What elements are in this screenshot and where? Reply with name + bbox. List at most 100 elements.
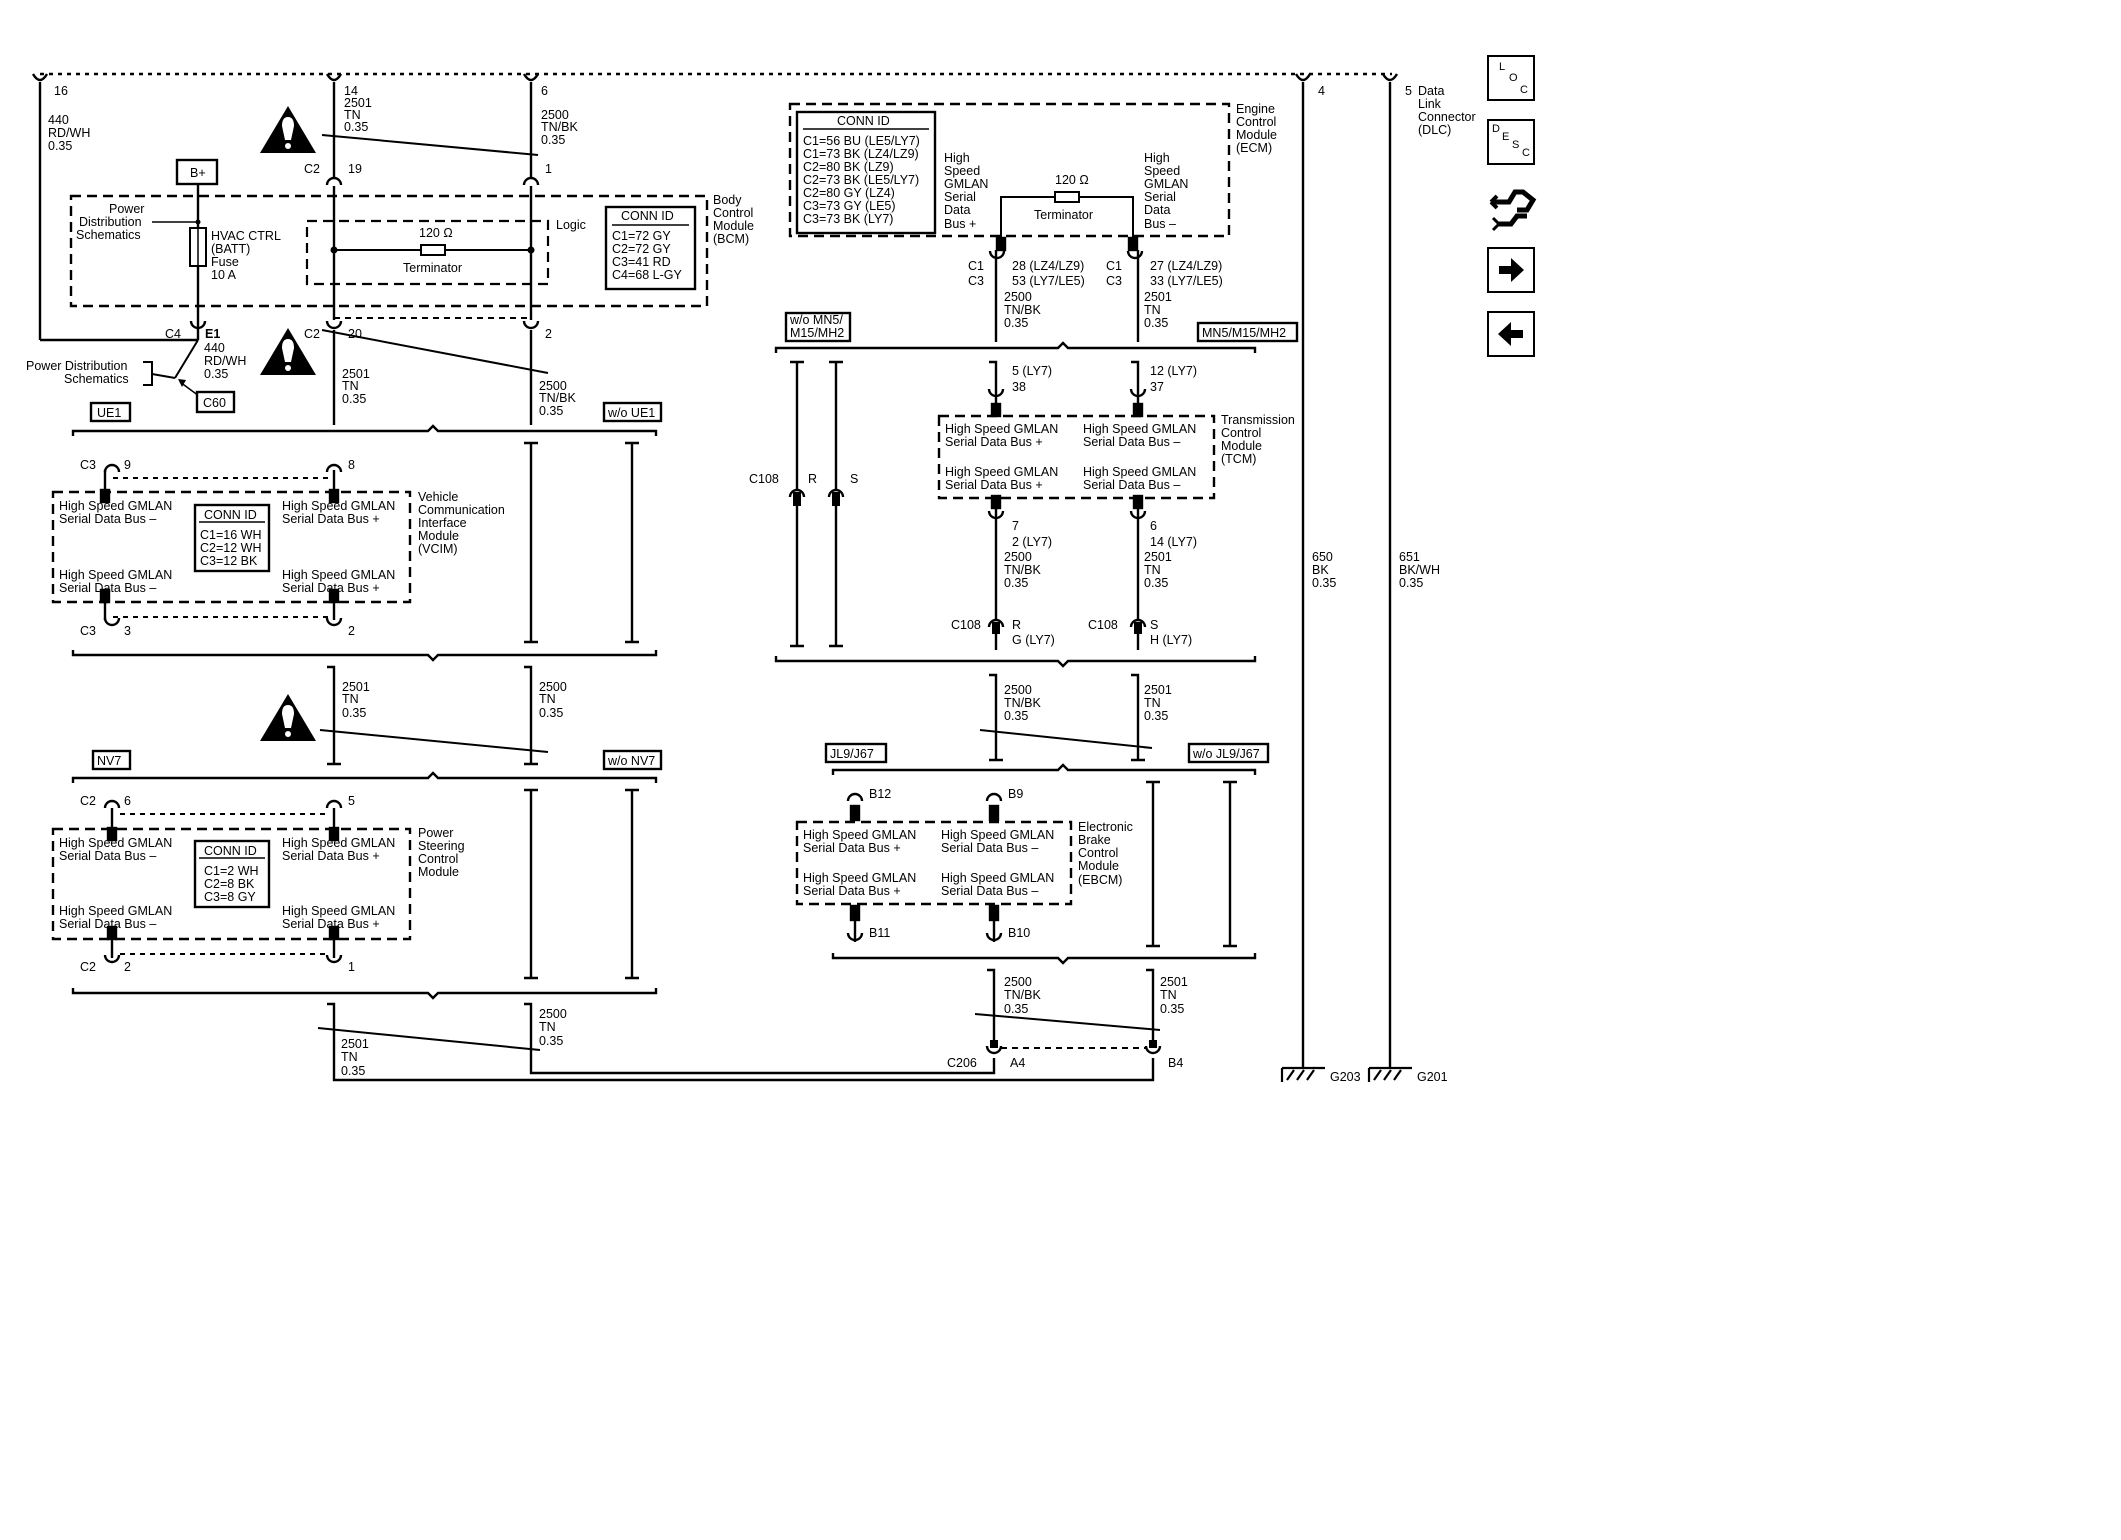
schematic-label: C60 <box>203 396 226 410</box>
schematic-label: G203 <box>1330 1070 1361 1084</box>
twisted-pair-top <box>321 134 549 374</box>
schematic-label: C2=73 BK (LE5/LY7) <box>803 173 919 187</box>
schematic-label: Serial Data Bus – <box>941 884 1038 898</box>
schematic-label: w/o UE1 <box>607 406 655 420</box>
schematic-label: C4=68 L-GY <box>612 268 682 282</box>
schematic-label: C3 <box>968 274 984 288</box>
schematic-label: C2 <box>80 960 96 974</box>
schematic-label: TN/BK <box>541 120 578 134</box>
schematic-label: 0.35 <box>539 706 563 720</box>
schematic-label: C1=72 GY <box>612 229 671 243</box>
schematic-label: 0.35 <box>1004 1002 1028 1016</box>
schematic-label: 27 (LZ4/LZ9) <box>1150 259 1222 273</box>
schematic-label: BK/WH <box>1399 563 1440 577</box>
schematic-label: 2500 <box>539 680 567 694</box>
schematic-label: Serial Data Bus – <box>59 581 156 595</box>
schematic-label: M15/MH2 <box>790 326 844 340</box>
bcm-terminator <box>330 244 535 256</box>
schematic-label: 16 <box>54 84 68 98</box>
desc-letter: E <box>1502 131 1510 143</box>
schematic-label: Serial Data Bus – <box>1083 435 1180 449</box>
schematic-label: High Speed GMLAN <box>945 465 1058 479</box>
schematic-label: 0.35 <box>1144 576 1168 590</box>
wo-mn5-option-box <box>784 311 852 343</box>
schematic-label: Serial Data Bus – <box>59 917 156 931</box>
schematic-label: 0.35 <box>344 120 368 134</box>
schematic-label: 2 <box>348 624 355 638</box>
schematic-label: 14 (LY7) <box>1150 535 1197 549</box>
schematic-label: 0.35 <box>1312 576 1336 590</box>
schematic-label: C3=8 GY <box>204 890 256 904</box>
desc-letter: C <box>1522 147 1530 159</box>
loc-button[interactable]: L O C <box>1487 55 1535 101</box>
schematic-label: 28 (LZ4/LZ9) <box>1012 259 1084 273</box>
connector-symbol <box>103 463 121 474</box>
schematic-label: C1 <box>968 259 984 273</box>
schematic-label: CONN ID <box>837 114 890 128</box>
connector-symbol <box>522 176 540 187</box>
schematic-label: TN/BK <box>1004 563 1041 577</box>
connector-symbol <box>522 319 540 330</box>
previous-button[interactable] <box>1487 311 1535 357</box>
bcm-module-box <box>69 194 709 308</box>
schematic-label: High Speed GMLAN <box>1083 465 1196 479</box>
schematic-label: 0.35 <box>204 367 228 381</box>
schematic-label: Module <box>1078 859 1119 873</box>
arrow-left-icon <box>1498 322 1523 346</box>
c2-label: C2 <box>304 162 320 176</box>
wo-ue1-option-box <box>602 401 663 423</box>
schematic-label: 2501 <box>1160 975 1188 989</box>
schematic-label: 0.35 <box>539 1034 563 1048</box>
schematic-label: C2=72 GY <box>612 242 671 256</box>
wiring-harness-icon[interactable] <box>1487 180 1537 232</box>
ecm-module-box <box>788 102 1231 238</box>
schematic-label: Electronic <box>1078 820 1133 834</box>
schematic-label: High Speed GMLAN <box>59 499 172 513</box>
schematic-label: Serial Data Bus + <box>945 435 1043 449</box>
schematic-label: High Speed GMLAN <box>282 499 395 513</box>
bcm-conn-id-box <box>604 205 697 291</box>
wires-bottom-left <box>317 1002 1155 1082</box>
schematic-label: 6 <box>541 84 548 98</box>
schematic-label: High Speed GMLAN <box>803 871 916 885</box>
schematic-label: Module <box>713 219 754 233</box>
schematic-label: High Speed GMLAN <box>59 836 172 850</box>
schematic-label: S <box>850 472 858 486</box>
schematic-label: 0.35 <box>1160 1002 1184 1016</box>
schematic-label: Transmission <box>1221 413 1295 427</box>
ground-icon <box>1367 1066 1412 1082</box>
schematic-label: High Speed GMLAN <box>945 422 1058 436</box>
desc-button[interactable]: D E S C <box>1487 119 1535 165</box>
schematic-label: Serial Data Bus – <box>941 841 1038 855</box>
schematic-label: Interface <box>418 516 467 530</box>
psc-module-box <box>51 827 412 941</box>
schematic-label: (TCM) <box>1221 452 1256 466</box>
mn5-option-box <box>1196 321 1299 343</box>
schematic-label: High <box>944 151 970 165</box>
schematic-label: Schematics <box>76 228 141 242</box>
schematic-label: HVAC CTRL <box>211 229 281 243</box>
schematic-label: 2501 <box>341 1037 369 1051</box>
schematic-label: 5 <box>348 794 355 808</box>
schematic-label: 20 <box>348 327 362 341</box>
ground-icon <box>1280 1066 1325 1082</box>
top-labels: 16 440 RD/WH 0.35 14 2501 TN 0.35 6 2500… <box>48 84 1476 153</box>
schematic-label: Serial <box>1144 190 1176 204</box>
schematic-label: 0.35 <box>341 1064 365 1078</box>
schematic-label: NV7 <box>97 754 121 768</box>
schematic-label: 2 <box>124 960 131 974</box>
schematic-label: Serial Data Bus + <box>803 841 901 855</box>
schematic-label: Serial Data Bus + <box>282 917 380 931</box>
schematic-label: S <box>1150 618 1158 632</box>
schematic-label: TN/BK <box>539 391 576 405</box>
next-button[interactable] <box>1487 247 1535 293</box>
schematic-label: 0.35 <box>342 706 366 720</box>
schematic-label: High Speed GMLAN <box>941 871 1054 885</box>
schematic-label: C4 <box>165 327 181 341</box>
schematic-label: Terminator <box>1034 208 1093 222</box>
schematic-label: Steering <box>418 839 465 853</box>
wires-mid-left <box>319 665 549 766</box>
schematic-label: C2 <box>304 327 320 341</box>
schematic-label: Module <box>418 529 459 543</box>
schematic-label: TN <box>539 1020 556 1034</box>
